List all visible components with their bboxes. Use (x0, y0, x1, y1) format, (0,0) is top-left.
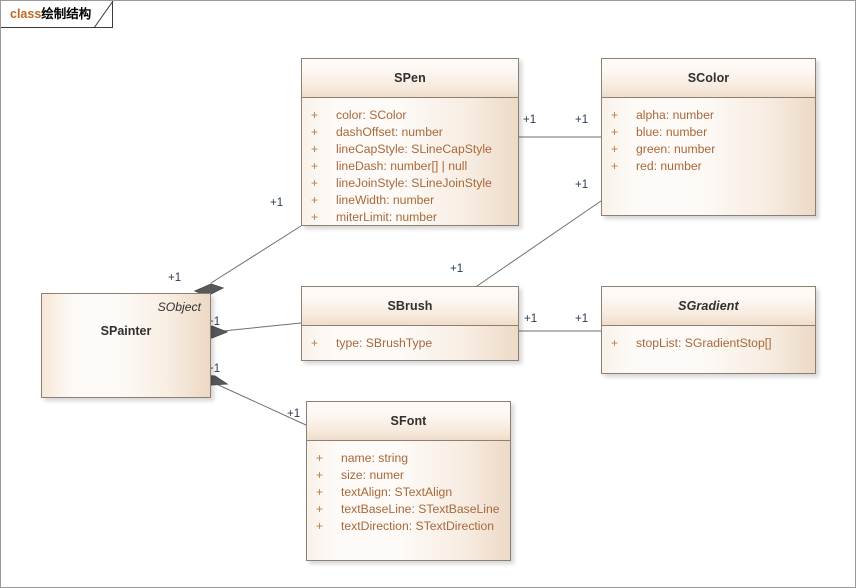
attribute-visibility: + (311, 210, 319, 224)
connector-painter-pen (210, 225, 302, 284)
sbrush-attributes: + type: SBrushType (302, 326, 518, 360)
attribute-row: + lineJoinStyle: SLineJoinStyle (302, 175, 518, 192)
attribute-row: + lineCapStyle: SLineCapStyle (302, 141, 518, 158)
attribute-visibility: + (311, 142, 319, 156)
attribute-visibility: + (311, 125, 319, 139)
sfont-class-name: SFont (390, 414, 427, 428)
connector-painter-brush (212, 322, 302, 333)
attribute-text: blue: number (636, 125, 708, 139)
attribute-text: lineCapStyle: SLineCapStyle (336, 142, 492, 156)
attribute-row: + miterLimit: number (302, 209, 518, 226)
attribute-row: + size: numer (307, 467, 510, 484)
multiplicity-painter-font-target: +1 (287, 408, 301, 420)
scolor-attributes: + alpha: number + blue: number + green: … (602, 98, 815, 183)
attribute-row: + dashOffset: number (302, 124, 518, 141)
spainter-class-name: SPainter (100, 324, 152, 338)
attribute-visibility: + (316, 502, 324, 516)
attribute-text: size: numer (341, 468, 404, 482)
spen-class-name: SPen (394, 71, 426, 85)
attribute-visibility: + (611, 108, 619, 122)
attribute-row: + stopList: SGradientStop[] (602, 335, 815, 352)
attribute-row: + lineDash: number[] | null (302, 158, 518, 175)
attribute-visibility: + (316, 468, 324, 482)
class-box-sgradient[interactable]: SGradient + stopList: SGradientStop[] (601, 286, 816, 374)
attribute-text: color: SColor (336, 108, 407, 122)
sgradient-attributes: + stopList: SGradientStop[] (602, 326, 815, 360)
attribute-text: red: number (636, 159, 702, 173)
attribute-row: + blue: number (602, 124, 815, 141)
attribute-row: + color: SColor (302, 107, 518, 124)
attribute-row: + lineWidth: number (302, 192, 518, 209)
frame-keyword: class (10, 7, 42, 21)
multiplicity-painter-pen-source: +1 (168, 272, 182, 284)
sfont-header: SFont (307, 402, 510, 441)
attribute-visibility: + (316, 519, 324, 533)
attribute-row: + green: number (602, 141, 815, 158)
attribute-row: + name: string (307, 450, 510, 467)
sgradient-header: SGradient (602, 287, 815, 326)
attribute-visibility: + (311, 176, 319, 190)
multiplicity-brush-color-target: +1 (575, 179, 589, 191)
class-box-sbrush[interactable]: SBrush + type: SBrushType (301, 286, 519, 361)
attribute-text: alpha: number (636, 108, 714, 122)
attribute-visibility: + (316, 451, 324, 465)
attribute-text: textAlign: STextAlign (341, 485, 453, 499)
attribute-row: + red: number (602, 158, 815, 175)
attribute-visibility: + (316, 485, 324, 499)
multiplicity-pen-color-source: +1 (523, 114, 537, 126)
attribute-visibility: + (311, 336, 319, 350)
attribute-text: name: string (341, 451, 409, 465)
spen-header: SPen (302, 59, 518, 98)
attribute-visibility: + (611, 336, 619, 350)
attribute-visibility: + (611, 142, 619, 156)
attribute-row: + type: SBrushType (302, 335, 518, 352)
class-box-spainter[interactable]: SObject SPainter (41, 293, 211, 398)
multiplicity-painter-pen-target: +1 (270, 197, 284, 209)
diagram-frame-label: class绘制结构 (10, 6, 91, 22)
attribute-visibility: + (311, 108, 319, 122)
attribute-text: textBaseLine: STextBaseLine (341, 502, 500, 516)
sfont-attributes: + name: string + size: numer + textAlign… (307, 441, 510, 543)
attribute-text: type: SBrushType (336, 336, 433, 350)
scolor-class-name: SColor (687, 71, 730, 85)
multiplicity-pen-color-target: +1 (575, 114, 589, 126)
frame-name: 绘制结构 (41, 7, 92, 21)
spen-attributes: + color: SColor + dashOffset: number + l… (302, 98, 518, 234)
attribute-text: lineDash: number[] | null (336, 159, 468, 173)
attribute-text: green: number (636, 142, 716, 156)
sbrush-header: SBrush (302, 287, 518, 326)
attribute-row: + textBaseLine: STextBaseLine (307, 501, 510, 518)
attribute-text: miterLimit: number (336, 210, 437, 224)
sbrush-class-name: SBrush (387, 299, 433, 313)
attribute-row: + alpha: number (602, 107, 815, 124)
attribute-visibility: + (311, 159, 319, 173)
spainter-parent-label: SObject (157, 300, 201, 314)
multiplicity-brush-color-source: +1 (450, 263, 464, 275)
sgradient-class-name: SGradient (678, 299, 739, 313)
diagram-frame-tab (1, 1, 113, 28)
class-box-scolor[interactable]: SColor + alpha: number + blue: number + … (601, 58, 816, 216)
attribute-text: lineJoinStyle: SLineJoinStyle (336, 176, 492, 190)
attribute-row: + textAlign: STextAlign (307, 484, 510, 501)
attribute-text: textDirection: STextDirection (341, 519, 495, 533)
attribute-text: lineWidth: number (336, 193, 435, 207)
attribute-text: stopList: SGradientStop[] (636, 336, 772, 350)
scolor-header: SColor (602, 59, 815, 98)
multiplicity-brush-gradient-target: +1 (575, 313, 589, 325)
multiplicity-painter-brush-target: +1 (524, 313, 538, 325)
class-box-spen[interactable]: SPen + color: SColor + dashOffset: numbe… (301, 58, 519, 226)
attribute-row: + textDirection: STextDirection (307, 518, 510, 535)
attribute-text: dashOffset: number (336, 125, 443, 139)
class-box-sfont[interactable]: SFont + name: string + size: numer + tex… (306, 401, 511, 561)
attribute-visibility: + (311, 193, 319, 207)
attribute-visibility: + (611, 159, 619, 173)
attribute-visibility: + (611, 125, 619, 139)
diagram-frame-tab-notch (94, 1, 118, 29)
